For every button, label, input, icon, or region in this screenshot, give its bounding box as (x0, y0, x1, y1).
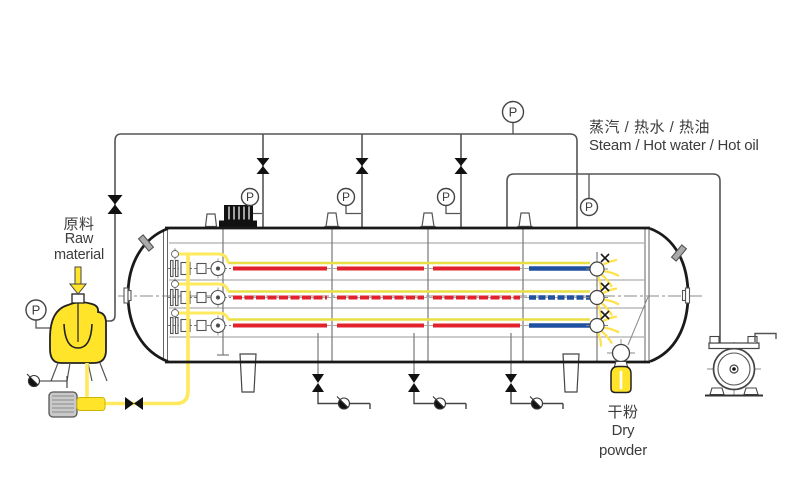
vessel-internal-frame (169, 242, 644, 338)
joint-icon (171, 309, 179, 317)
pump-head (76, 397, 106, 411)
pressure-gauge-icon (436, 187, 456, 207)
dryer-vessel (123, 226, 691, 364)
vacuum-pump (705, 332, 777, 397)
vessel-support (562, 353, 580, 393)
tube-sheet-supports (217, 229, 598, 361)
joint-icon (171, 280, 179, 288)
cooling-tubes-blue (529, 266, 590, 328)
gauge-label: P (342, 190, 350, 204)
sight-glass-icon (137, 234, 155, 252)
valve-icon (454, 158, 468, 174)
nozzle-stub-icon (421, 212, 435, 228)
gauge-label: P (246, 190, 254, 204)
feed-tank (26, 293, 108, 388)
pressure-gauge-icon (336, 187, 356, 207)
head-nozzles (123, 234, 691, 304)
heating-tubes-red (233, 266, 520, 328)
feed-valve-icon (125, 397, 143, 410)
steam-label-en: Steam / Hot water / Hot oil (589, 137, 759, 154)
spray-nozzle-icons (586, 258, 608, 337)
shaft-row-3 (169, 315, 227, 336)
pressure-gauge-icon (579, 197, 599, 217)
tank-top-nozzle (71, 293, 85, 304)
right-center-flange (684, 287, 691, 304)
agitator-motor-icon (219, 205, 257, 228)
tank-legs (50, 362, 108, 382)
valve-icon (256, 158, 270, 174)
discharge-assembly (607, 296, 649, 394)
nozzle-stub-icon (204, 213, 218, 228)
gauge-label: P (442, 190, 450, 204)
shaft-seal-assemblies (169, 258, 227, 336)
raw-material-label-en: Raw material (54, 231, 104, 263)
gauge-label: P (509, 105, 518, 120)
pressure-gauge-icon (501, 100, 525, 124)
spray-nozzle-icon (589, 261, 605, 277)
sight-glass-icon (670, 244, 688, 262)
vessel-support (239, 353, 257, 393)
condensate-drains (317, 333, 512, 374)
vessel-supports (239, 353, 580, 393)
drain-assemblies (312, 374, 564, 410)
drain-valve-icon (312, 374, 324, 392)
raw-material-label-zh: 原料 (63, 216, 95, 233)
nozzle-stub-icon (518, 212, 532, 228)
spray-nozzle-icon (589, 289, 605, 306)
spray-nozzle-icon (589, 317, 605, 334)
raw-material-arrow-icon (68, 266, 88, 295)
spray-fan-row-1 (596, 258, 620, 291)
steam-trap-icons (336, 396, 544, 410)
feed-distribution-pipes (228, 261, 590, 321)
pump-exhaust-pipe (754, 332, 777, 342)
pressure-gauge-icon (25, 299, 47, 321)
feed-branch-joints (171, 248, 179, 319)
shaft-row-2 (169, 287, 227, 308)
nozzle-valve-x-icons (600, 253, 610, 320)
pressure-gauges (25, 100, 599, 321)
agitator-icon (63, 323, 93, 349)
pressure-gauge-icon (240, 187, 260, 207)
steam-valve-icons (107, 158, 468, 214)
spray-fan-row-2 (596, 287, 620, 319)
feed-pump (48, 363, 106, 418)
feed-branch-elbows (172, 252, 230, 320)
vapor-header-pipe (506, 173, 721, 343)
valve-icon (355, 158, 369, 174)
joint-icon (171, 250, 179, 258)
spray-fan-row-3 (596, 315, 620, 347)
nozzle-stub-icon (325, 212, 339, 228)
steam-supply-header-pipe (104, 133, 578, 322)
drain-valve-icon (408, 374, 420, 392)
weld-seams (163, 229, 650, 361)
gauge-label: P (32, 303, 41, 318)
left-center-flange (123, 287, 129, 304)
dry-powder-label-zh: 干粉 (607, 404, 639, 421)
gauge-label: P (585, 200, 593, 214)
discharge-valve-icon (611, 343, 631, 363)
spray-fans (596, 258, 620, 347)
valve-icon (107, 195, 123, 214)
tank-drain (26, 373, 68, 388)
shaft-row-1 (169, 258, 227, 279)
steam-label-zh: 蒸汽 / 热水 / 热油 (589, 119, 711, 136)
feed-pipe (104, 254, 190, 406)
drain-valve-icon (505, 374, 517, 392)
dry-powder-label-en: Dry powder (599, 422, 647, 459)
